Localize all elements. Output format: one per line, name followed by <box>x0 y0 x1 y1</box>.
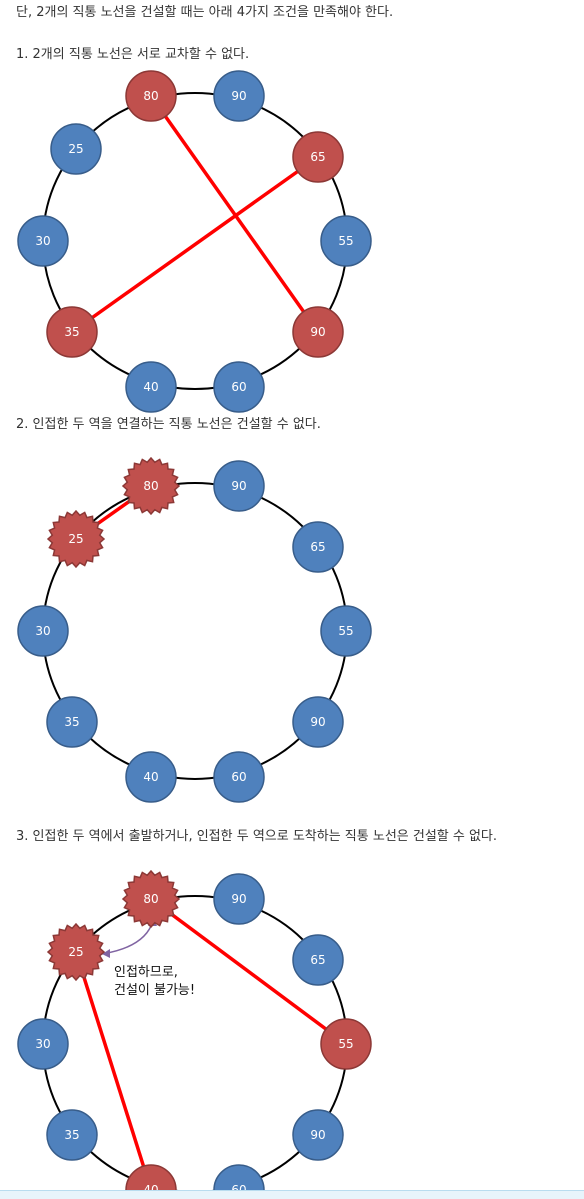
station-label: 35 <box>64 1128 79 1142</box>
station-label: 90 <box>310 715 325 729</box>
station-node <box>17 1018 69 1070</box>
station-node <box>292 521 344 573</box>
station-node <box>46 696 98 748</box>
station-label: 25 <box>68 532 83 546</box>
station-node <box>292 1109 344 1161</box>
station-label: 30 <box>35 624 50 638</box>
station-label: 90 <box>231 89 246 103</box>
station-node <box>213 361 265 413</box>
adjacency-arrow <box>101 920 154 955</box>
station-node <box>17 215 69 267</box>
route-line <box>149 94 320 334</box>
station-label: 90 <box>231 479 246 493</box>
adjacency-note-line: 건설이 불가능! <box>114 983 195 998</box>
station-node <box>17 605 69 657</box>
station-label: 90 <box>310 1128 325 1142</box>
station-node-selected <box>125 70 177 122</box>
station-label: 65 <box>310 150 325 164</box>
station-label: 80 <box>143 479 158 493</box>
station-node-selected <box>46 306 98 358</box>
station-label: 80 <box>143 89 158 103</box>
station-label: 30 <box>35 1037 50 1051</box>
station-label: 25 <box>68 945 83 959</box>
station-node-highlighted <box>121 869 181 929</box>
station-label: 40 <box>143 770 158 784</box>
station-node-highlighted <box>121 456 181 516</box>
station-label: 25 <box>68 142 83 156</box>
route-line <box>70 155 320 334</box>
ring-diagram-2: 80 90 65 55 90 60 40 35 30 25 <box>17 456 372 803</box>
station-label: 35 <box>64 325 79 339</box>
station-node-highlighted <box>46 509 106 569</box>
ring-diagram-1: 80 90 65 55 90 60 40 35 30 25 <box>17 70 372 413</box>
station-node <box>125 751 177 803</box>
station-node <box>213 460 265 512</box>
station-node <box>292 696 344 748</box>
station-node <box>213 70 265 122</box>
condition-2-text: 2. 인접한 두 역을 연결하는 직통 노선은 건설할 수 없다. <box>16 417 321 432</box>
station-node <box>320 605 372 657</box>
station-label: 65 <box>310 953 325 967</box>
station-node-selected <box>292 306 344 358</box>
station-node <box>320 215 372 267</box>
station-label: 40 <box>143 380 158 394</box>
station-node <box>125 361 177 413</box>
station-label: 60 <box>231 380 246 394</box>
route-line <box>74 951 153 1191</box>
station-label: 55 <box>338 1037 353 1051</box>
station-label: 30 <box>35 234 50 248</box>
condition-3-text: 3. 인접한 두 역에서 출발하거나, 인접한 두 역으로 도착하는 직통 노선… <box>16 829 498 844</box>
adjacency-arrowhead <box>102 949 110 958</box>
station-node <box>292 934 344 986</box>
station-label: 60 <box>231 770 246 784</box>
station-node-selected <box>292 131 344 183</box>
station-label: 90 <box>231 892 246 906</box>
station-node <box>213 751 265 803</box>
station-node <box>46 1109 98 1161</box>
station-label: 80 <box>143 892 158 906</box>
station-label: 55 <box>338 234 353 248</box>
station-label: 55 <box>338 624 353 638</box>
station-node-highlighted <box>46 922 106 982</box>
station-node <box>50 123 102 175</box>
station-label: 90 <box>310 325 325 339</box>
intro-text: 단, 2개의 직통 노선을 건설할 때는 아래 4가지 조건을 만족해야 한다. <box>16 5 394 20</box>
adjacency-note-line: 인접하므로, <box>114 965 178 980</box>
condition-1-text: 1. 2개의 직통 노선은 서로 교차할 수 없다. <box>16 47 250 62</box>
station-label: 35 <box>64 715 79 729</box>
station-node <box>213 873 265 925</box>
station-node-selected <box>320 1018 372 1070</box>
bottom-scroll-strip <box>0 1190 584 1199</box>
station-label: 65 <box>310 540 325 554</box>
route-line <box>149 897 348 1046</box>
